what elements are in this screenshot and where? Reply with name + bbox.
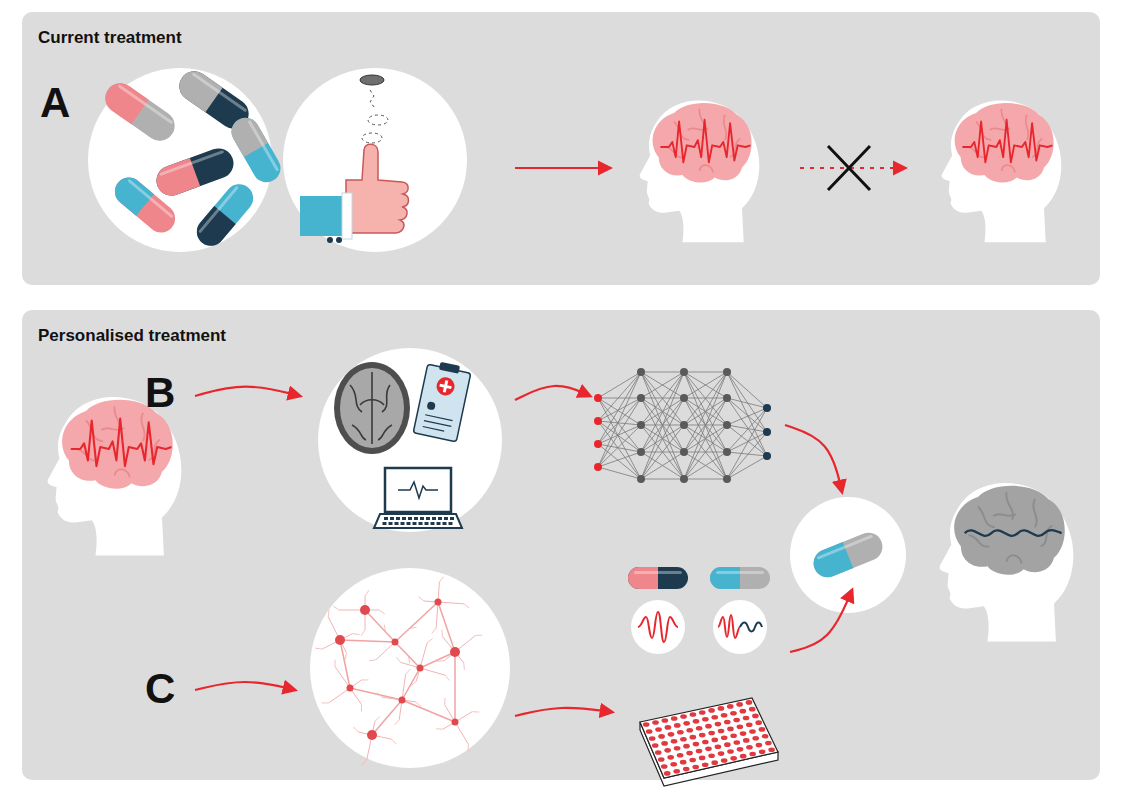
well-plate-top: [640, 698, 778, 778]
head-profile: [942, 101, 1062, 243]
flow-arrow: [195, 387, 300, 396]
laptop-signal: [398, 482, 438, 498]
stimulus-wave: [638, 612, 678, 642]
capsule: [191, 178, 259, 251]
flow-arrow: [515, 167, 610, 169]
head-profile: [48, 397, 182, 555]
flow-arrow: [515, 708, 612, 716]
capsule: [152, 144, 237, 200]
head-profile: [640, 101, 760, 243]
stimulus-wave: [740, 623, 762, 632]
capsule: [809, 529, 886, 582]
capsule: [710, 567, 770, 589]
panel-heading: Personalised treatment: [38, 326, 226, 346]
capsule: [109, 172, 181, 238]
stimulus-wave: [718, 615, 740, 638]
cuff: [342, 193, 352, 239]
capsule: [226, 113, 285, 188]
panel-letter: A: [40, 82, 70, 124]
laptop-base: [374, 514, 462, 528]
pill-circle: [88, 68, 272, 252]
panel-letter: B: [145, 372, 175, 414]
cross-mark: [828, 146, 870, 190]
panel: Personalised treatment: [22, 310, 1100, 780]
neuron-culture-circle: [310, 568, 510, 768]
thumb-hand: [346, 144, 409, 233]
mri-detail: [360, 400, 384, 405]
neuron-network: [315, 577, 482, 766]
panel-heading: Current treatment: [38, 28, 182, 48]
patient-data-circle: [318, 348, 502, 532]
coin: [360, 75, 384, 85]
coin-trail: [368, 115, 388, 125]
flow-arrow: [790, 590, 852, 652]
mri-detail: [371, 372, 373, 444]
clipboard-detail: [423, 361, 464, 432]
head-profile: [940, 483, 1074, 641]
failed-arrow: [800, 167, 905, 169]
flow-arrow: [195, 682, 295, 690]
mri-brain: [340, 368, 404, 448]
chosen-pill-circle: [790, 497, 906, 613]
cufflink: [327, 237, 333, 243]
mri-detail: [382, 385, 390, 412]
mri-detail: [352, 425, 366, 440]
wells: [643, 700, 775, 776]
flow-arrow: [515, 386, 590, 400]
mri-scan: [334, 362, 410, 454]
mri-detail: [350, 385, 362, 412]
coin-trail: [370, 90, 375, 108]
capsule: [628, 567, 688, 589]
flow-arrow: [785, 425, 842, 492]
cufflink: [336, 237, 342, 243]
laptop-keys: [383, 517, 455, 525]
stimulus-circle: [713, 600, 767, 654]
capsule: [99, 77, 180, 146]
panel-letter: C: [145, 668, 175, 710]
laptop-screen: [385, 468, 451, 512]
stimulus-circle: [631, 600, 685, 654]
coin-trail: [362, 133, 382, 143]
mri-detail: [378, 425, 392, 440]
clipboard: [413, 364, 471, 442]
coin-flip-circle: [283, 68, 467, 252]
neural-network: [594, 368, 771, 483]
